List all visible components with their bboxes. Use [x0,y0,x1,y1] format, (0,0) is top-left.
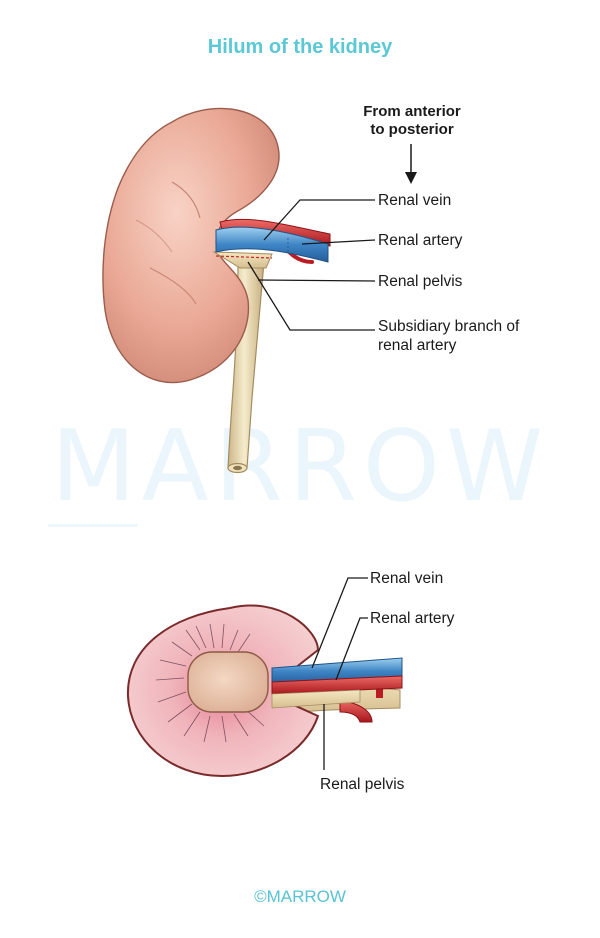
kidney-surface-fold [149,267,197,305]
renal-sinus [187,651,269,713]
kidney-surface-fold [135,219,173,253]
leader-subsidiary-branch [247,261,375,331]
watermark-underline [48,524,138,527]
leader-renal-vein-top [263,199,375,241]
renal-artery-section [271,675,403,695]
label-renal-pelvis-top: Renal pelvis [378,273,463,290]
label-renal-vein-bottom: Renal vein [370,570,443,587]
leader-renal-artery-top [301,239,376,245]
direction-note-line2: to posterior [370,121,453,138]
kidney-anterior-view [102,107,331,474]
diagram-title: Hilum of the kidney [208,36,393,58]
label-subsidiary-line2: renal artery [378,337,457,354]
label-renal-vein-top: Renal vein [378,192,451,209]
arrow-down-icon [405,144,417,184]
kidney-surface-fold [171,181,201,219]
label-subsidiary-line1: Subsidiary branch of [378,318,520,335]
ureter-lumen [233,465,242,471]
kidney-anterior [102,107,280,384]
leader-renal-vein-bottom [311,577,368,669]
renal-pelvis-section [271,689,361,709]
leader-renal-artery-bottom [335,617,368,681]
artery-lower-branch [339,699,373,723]
copyright-text: ©MARROW [254,887,346,906]
renal-vein-anterior [215,226,329,263]
leader-renal-pelvis-top [257,279,376,282]
direction-note-line1: From anterior [363,103,461,120]
label-renal-artery-bottom: Renal artery [370,610,455,627]
subsidiary-artery-branch [215,255,273,259]
label-renal-pelvis-bottom: Renal pelvis [320,776,405,793]
kidney-section-view [126,604,403,778]
watermark-text: MARROW [51,410,549,524]
label-renal-artery-top: Renal artery [378,232,463,249]
